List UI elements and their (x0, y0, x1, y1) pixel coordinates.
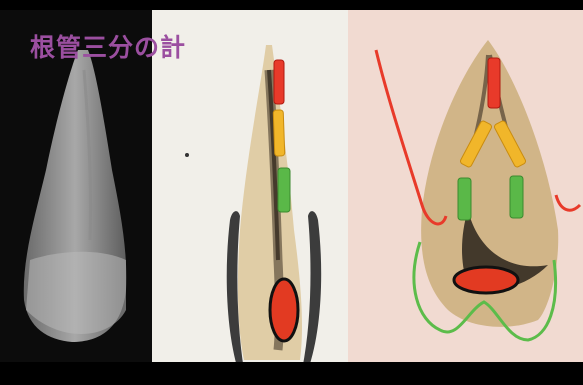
molar-apical-marker-left (458, 178, 471, 220)
cleared-molar-image (348, 10, 583, 370)
coronal-third-marker (274, 60, 284, 104)
xray-tooth-image (0, 10, 152, 370)
apex-lesion-marker (270, 279, 298, 341)
cleared-tooth-panel (152, 10, 348, 370)
slide-title: 根管三分の計 (30, 28, 186, 64)
molar-apical-marker-right (510, 176, 523, 218)
middle-third-marker (273, 110, 285, 156)
molar-coronal-marker (488, 58, 500, 108)
bottom-bar (0, 362, 583, 385)
molar-lesion-marker (454, 267, 518, 293)
cleared-tooth-image (152, 10, 348, 370)
cleared-molar-panel (348, 10, 583, 370)
xray-panel (0, 10, 152, 370)
apical-third-marker (278, 168, 290, 212)
